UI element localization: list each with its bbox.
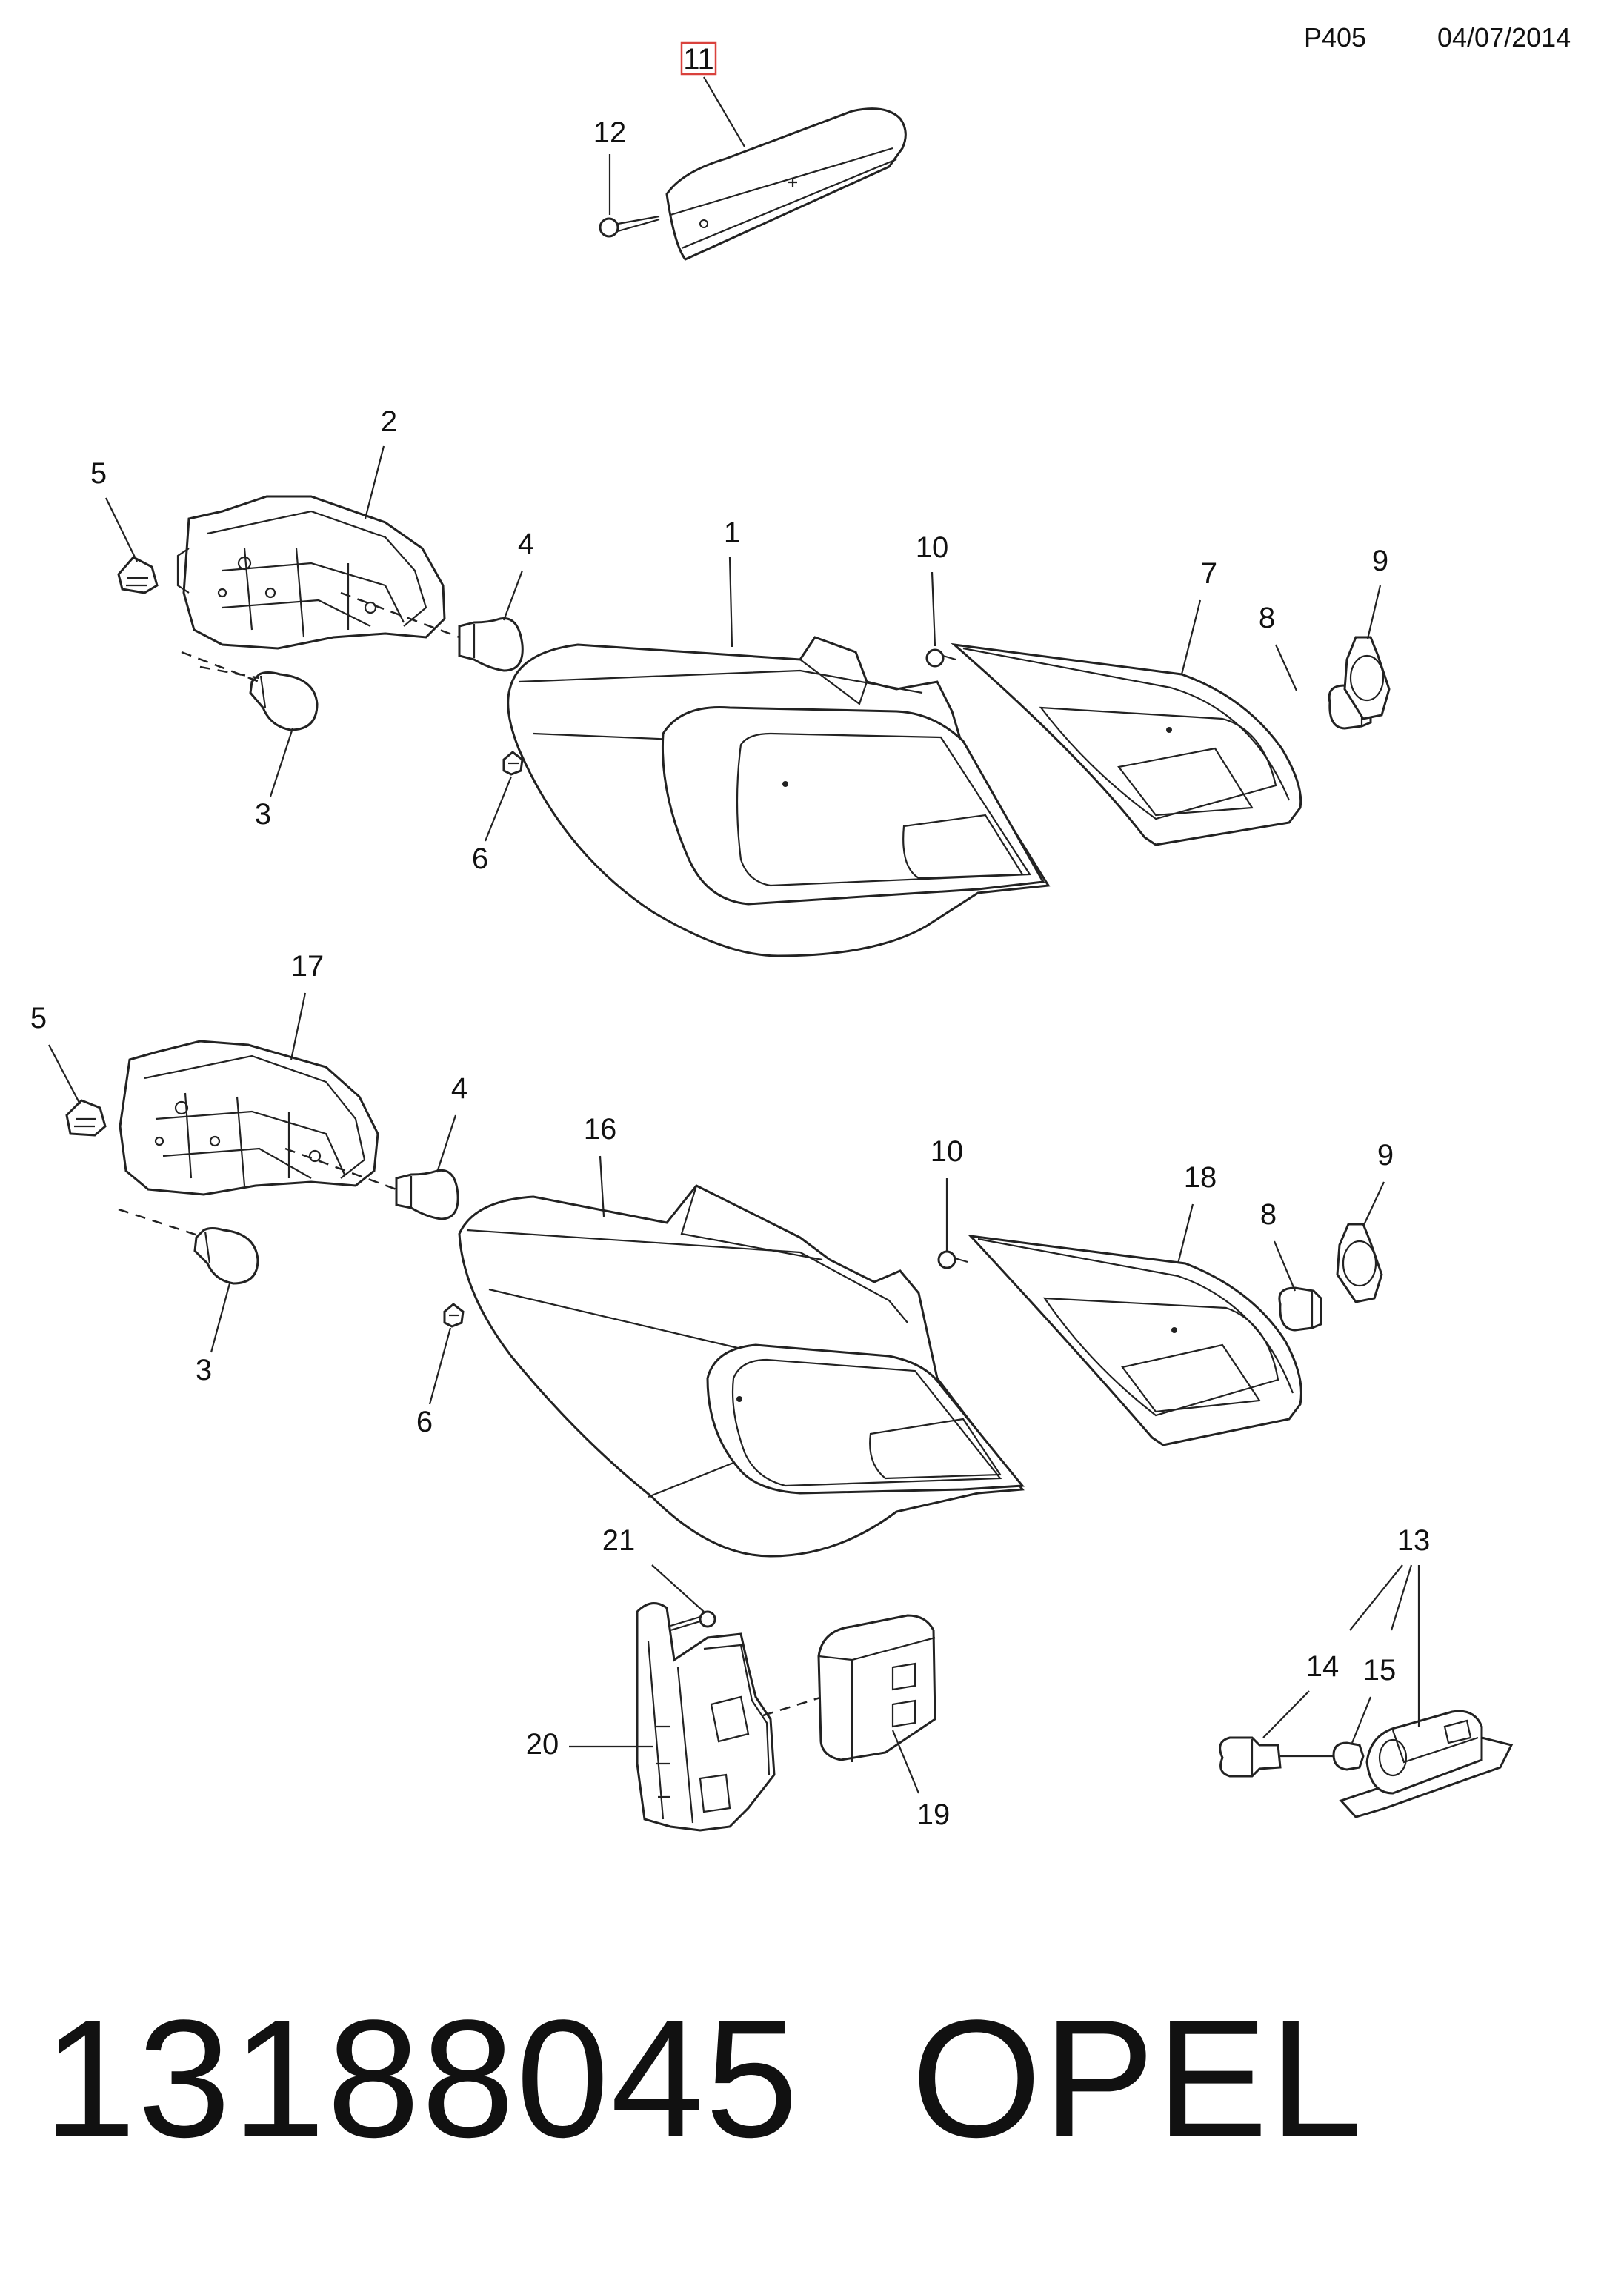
callout-18[interactable]: 18 <box>1184 1161 1217 1194</box>
leader-19 <box>891 1730 920 1794</box>
part-17-bulb-holder[interactable] <box>119 1040 379 1196</box>
part-18-tail-lamp-inner[interactable] <box>968 1234 1302 1446</box>
leader-7 <box>1180 599 1202 675</box>
callout-9b[interactable]: 9 <box>1377 1139 1394 1172</box>
page-code: P405 <box>1304 22 1367 53</box>
part-15-bulb[interactable] <box>1332 1741 1365 1771</box>
part-20-bracket[interactable] <box>636 1602 823 1832</box>
leader-13a <box>1349 1564 1403 1631</box>
callout-9a[interactable]: 9 <box>1372 545 1388 577</box>
leader-16 <box>599 1155 605 1217</box>
callout-8b[interactable]: 8 <box>1260 1198 1277 1231</box>
callout-14[interactable]: 14 <box>1306 1650 1340 1683</box>
leader-3b <box>210 1283 231 1353</box>
callout-5a[interactable]: 5 <box>90 457 107 490</box>
callout-20[interactable]: 20 <box>526 1728 559 1761</box>
callout-3a[interactable]: 3 <box>255 798 271 831</box>
part-6-clip-b[interactable] <box>443 1303 465 1328</box>
leader-2 <box>364 445 385 519</box>
part-11-high-mount-stop-lamp[interactable] <box>665 107 907 261</box>
callout-1[interactable]: 1 <box>724 516 740 549</box>
part-8-bulb-b[interactable] <box>1278 1286 1322 1332</box>
callout-10b[interactable]: 10 <box>931 1135 964 1168</box>
callout-10a[interactable]: 10 <box>916 531 949 564</box>
callout-11[interactable]: 11 <box>683 43 714 76</box>
callout-6a[interactable]: 6 <box>472 843 488 875</box>
leader-4b <box>436 1114 457 1173</box>
part-5-connector[interactable] <box>117 556 159 594</box>
callout-7[interactable]: 7 <box>1201 557 1217 590</box>
callout-3b[interactable]: 3 <box>196 1354 212 1386</box>
callout-2[interactable]: 2 <box>381 405 397 438</box>
assembly-line-4b <box>284 1147 397 1191</box>
part-3-bulb[interactable] <box>249 671 319 731</box>
callout-5b[interactable]: 5 <box>30 1002 47 1034</box>
leader-6a <box>484 776 513 842</box>
part-14-bulb[interactable] <box>1219 1736 1334 1778</box>
part-4-bulb-b[interactable] <box>395 1169 459 1220</box>
leader-13b <box>1390 1564 1413 1631</box>
leader-17 <box>290 992 307 1060</box>
assembly-line-4a <box>340 591 460 639</box>
callout-15[interactable]: 15 <box>1363 1654 1397 1687</box>
leader-21 <box>651 1564 705 1612</box>
callout-21[interactable]: 21 <box>602 1524 636 1557</box>
callout-13[interactable]: 13 <box>1397 1524 1431 1557</box>
diagram-date: 04/07/2014 <box>1437 22 1571 53</box>
leader-6b <box>428 1327 452 1405</box>
callout-4b[interactable]: 4 <box>451 1072 467 1105</box>
part-6-clip[interactable] <box>502 751 524 776</box>
callout-4a[interactable]: 4 <box>518 528 534 560</box>
leader-10a <box>931 571 936 647</box>
part-2-bulb-holder[interactable] <box>176 495 446 650</box>
leader-9a <box>1366 585 1382 639</box>
callout-17[interactable]: 17 <box>291 950 325 983</box>
part-1-tail-lamp-outer[interactable] <box>507 636 1051 957</box>
leader-8a <box>1274 644 1298 691</box>
brand-name: OPEL <box>911 1984 1364 2172</box>
callout-19[interactable]: 19 <box>917 1798 951 1831</box>
leader-9b <box>1362 1181 1385 1227</box>
part-19-control-module[interactable] <box>817 1614 936 1762</box>
part-number: 13188045 <box>43 1984 800 2172</box>
leader-15 <box>1351 1696 1372 1744</box>
callout-11-highlight-box <box>680 41 717 76</box>
part-21-screw[interactable] <box>670 1610 716 1632</box>
leader-5a <box>105 497 138 562</box>
part-12-screw[interactable] <box>599 215 660 238</box>
part-10-nut[interactable] <box>925 648 956 668</box>
callout-8a[interactable]: 8 <box>1259 602 1275 634</box>
leader-8b <box>1273 1240 1297 1292</box>
part-10-nut-b[interactable] <box>937 1250 968 1269</box>
callout-12[interactable]: 12 <box>593 116 627 149</box>
leader-11 <box>703 76 745 147</box>
part-9-socket[interactable] <box>1343 636 1391 720</box>
callout-16[interactable]: 16 <box>584 1113 617 1146</box>
leader-14 <box>1262 1690 1310 1738</box>
part-16-tail-lamp-outer[interactable] <box>458 1184 1025 1558</box>
assembly-line-3b <box>118 1208 201 1238</box>
callout-6b[interactable]: 6 <box>416 1406 433 1438</box>
leader-4a <box>502 570 524 621</box>
leader-5b <box>48 1044 81 1105</box>
assembly-line-3a <box>181 651 260 683</box>
part-3-bulb-b[interactable] <box>193 1227 259 1285</box>
part-13-license-lamp[interactable] <box>1339 1710 1514 1818</box>
leader-3a <box>269 728 294 797</box>
part-7-tail-lamp-inner[interactable] <box>951 642 1302 846</box>
part-4-bulb[interactable] <box>458 617 524 672</box>
leader-1 <box>728 557 733 648</box>
part-9-socket-b[interactable] <box>1336 1223 1383 1303</box>
part-5-connector-b[interactable] <box>65 1099 107 1137</box>
leader-18 <box>1177 1203 1194 1264</box>
assembly-line-3a-2 <box>199 665 260 680</box>
